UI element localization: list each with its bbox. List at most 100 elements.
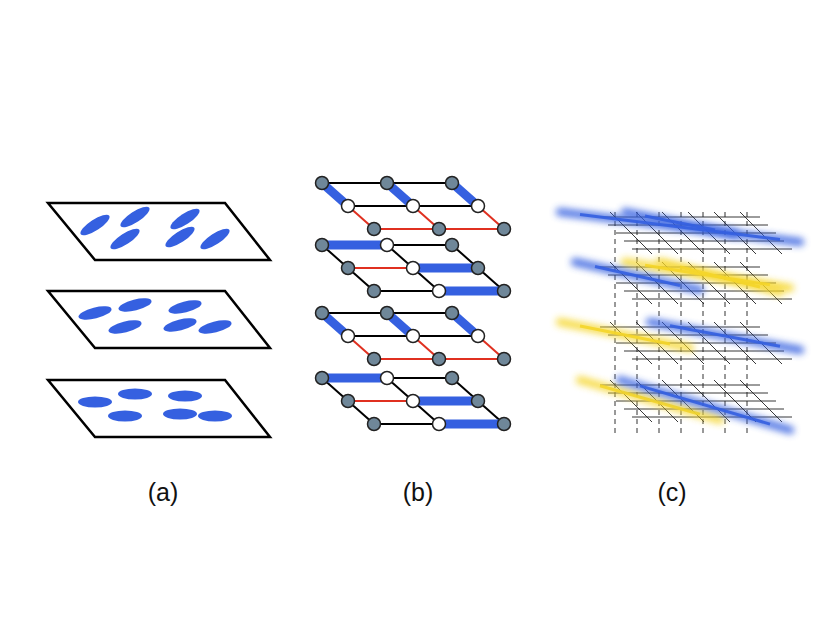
lattice-bond [322,312,387,314]
lattice-site [316,239,329,252]
lattice-bond [439,228,504,230]
grid-line [624,351,784,352]
lattice-bond [387,377,452,379]
lattice-bond [348,205,413,207]
lattice-site [433,353,446,366]
panel-label: (c) [657,478,686,507]
stripe-core [580,326,670,344]
plane [48,203,270,260]
lattice-bond [348,400,413,402]
lattice-site [342,200,355,213]
lattice-bond [413,335,478,337]
molecule [167,298,203,317]
molecule [197,318,233,337]
stripe [625,212,735,234]
stripe-core [670,326,780,347]
stripe [660,262,780,292]
stripe-core [640,386,770,424]
lattice-site [446,239,459,252]
molecule [198,225,233,253]
grid-line [632,359,792,360]
stripe [620,380,790,430]
lattice-bond [374,228,439,230]
lattice-bond [413,400,478,402]
lattice-site [433,418,446,431]
panel-label: (a) [148,478,179,507]
molecule [168,391,202,402]
dimer-bond [413,397,478,406]
lattice-site [472,262,485,275]
lattice-site [381,177,394,190]
dimer-bond [322,374,387,383]
lattice-bond [387,312,452,314]
lattice-site [381,239,394,252]
lattice-site [472,200,485,213]
molecule [117,296,153,315]
lattice-bond [413,267,478,269]
molecule [118,203,153,231]
lattice-site [407,330,420,343]
lattice-bond [374,358,439,360]
lattice-site [381,307,394,320]
lattice-bond [439,290,504,292]
grid-line [632,299,792,300]
dimer-bond [322,241,387,250]
dashed-line [615,212,616,435]
plane [48,380,270,437]
molecule [108,411,142,422]
lattice-bonds [322,183,504,229]
plane [48,291,270,348]
molecule [163,409,197,420]
molecule [163,223,198,251]
molecule [78,397,112,408]
lattice-site [498,418,511,431]
lattice-bond [374,423,439,425]
lattice-bonds [322,245,504,291]
lattice-bond [322,377,387,379]
lattice-site [407,200,420,213]
lattice-bond [348,335,413,337]
lattice-site [342,330,355,343]
lattice-site [446,372,459,385]
stripe-core [680,267,760,287]
lattice-site [381,372,394,385]
lattice-site [368,418,381,431]
molecule [108,225,143,253]
molecule [198,411,232,422]
lattice-bond [322,244,387,246]
stripe-core [645,216,715,230]
lattice-bond [387,244,452,246]
lattice-bonds [322,313,504,359]
dashed-line [725,212,726,435]
molecule [78,211,113,239]
dimer-bond [439,287,504,296]
stripe [650,322,800,350]
lattice-site [407,262,420,275]
stripe-core [595,266,680,285]
lattice-site [342,262,355,275]
lattice-site [472,395,485,408]
lattice-bond [322,182,387,184]
planes-panel [48,203,270,437]
lattice-site [316,307,329,320]
lattice-site [433,285,446,298]
lattice-site [498,353,511,366]
molecule [162,316,198,335]
stripes-panel [560,212,800,435]
lattice-site [342,395,355,408]
lattice-bond [413,205,478,207]
lattice-bond [439,423,504,425]
lattice-site [446,307,459,320]
lattice-bonds [322,378,504,424]
grid-layer [600,262,792,304]
panel-label: (b) [403,478,434,507]
lattice-bond [439,358,504,360]
lattice-site [407,395,420,408]
lattice-site [316,177,329,190]
lattice-site [368,353,381,366]
lattice-site [433,223,446,236]
lattice-site [316,372,329,385]
lattice-panel [316,177,511,431]
lattice-site [472,330,485,343]
